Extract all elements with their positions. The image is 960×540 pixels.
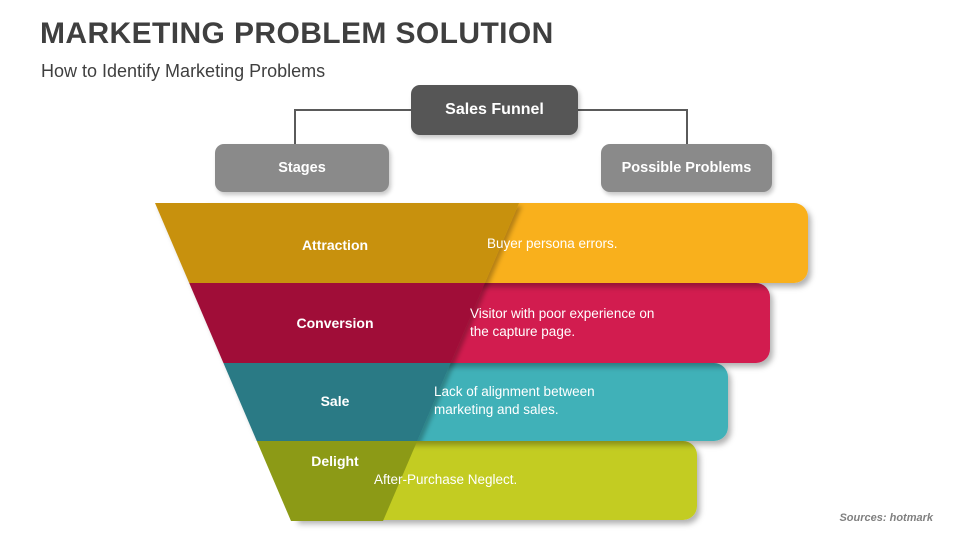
stages-box-label: Stages	[278, 160, 326, 176]
sales-funnel-box[interactable]: Sales Funnel	[411, 85, 578, 135]
stage-label-delight: Delight	[311, 453, 359, 469]
stage-label-sale: Sale	[320, 393, 350, 409]
page-title: MARKETING PROBLEM SOLUTION	[40, 17, 554, 50]
problem-text-sale-line2: marketing and sales.	[434, 402, 559, 417]
sources-note: Sources: hotmark	[839, 512, 933, 524]
stages-box[interactable]: Stages	[215, 144, 389, 192]
page-subtitle: How to Identify Marketing Problems	[41, 61, 326, 81]
possible-problems-box-label: Possible Problems	[621, 160, 752, 176]
problem-text-delight: After-Purchase Neglect.	[374, 472, 518, 488]
problem-text-conversion: Visitor with poor experience on the capt…	[470, 305, 654, 341]
stage-label-conversion: Conversion	[296, 315, 374, 331]
problem-text-attraction: Buyer persona errors.	[487, 236, 618, 252]
possible-problems-box[interactable]: Possible Problems	[601, 144, 772, 192]
connector-line-left-vertical	[294, 109, 296, 145]
sales-funnel-box-label: Sales Funnel	[445, 101, 544, 118]
problem-text-conversion-line1: Visitor with poor experience on	[470, 306, 655, 322]
problem-text-conversion-line2: the capture page.	[470, 324, 576, 339]
connector-line-right-vertical	[686, 109, 688, 145]
connector-line-left-horizontal	[294, 109, 412, 111]
problem-text-sale-line1: Lack of alignment between	[434, 384, 595, 400]
stage-label-attraction: Attraction	[301, 237, 369, 253]
problem-text-sale: Lack of alignment between marketing and …	[434, 383, 595, 419]
connector-line-right-horizontal	[577, 109, 687, 111]
